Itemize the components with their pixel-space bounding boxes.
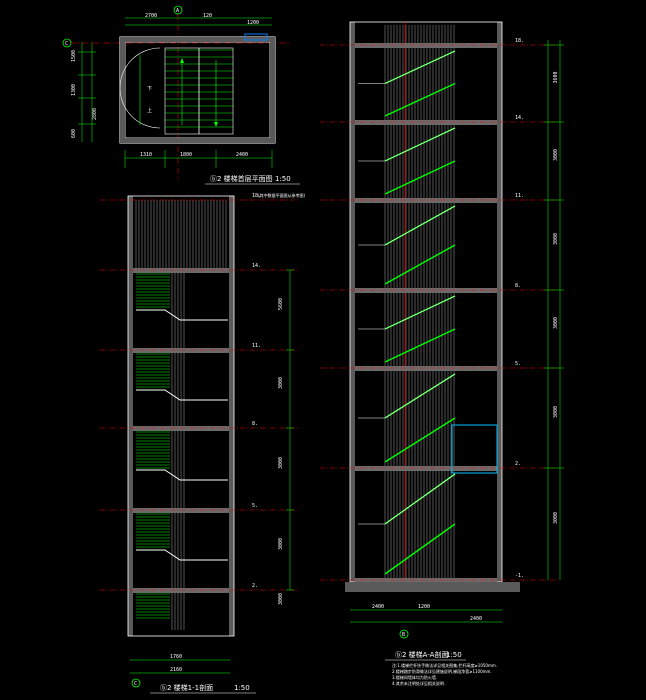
plan-axis-left: C	[65, 41, 68, 47]
left-dim-bottom-1: 1760	[170, 654, 182, 660]
stair-outline	[358, 127, 456, 162]
stair-outline	[358, 205, 456, 246]
level-dim: 3600	[553, 71, 559, 83]
level-label: 2.	[252, 583, 258, 589]
plan-dim-left-4: 600	[71, 129, 77, 138]
right-scale: 1:50	[446, 651, 462, 659]
stair-plan-view: A C 2700 120 1200 下 上 1500 1	[62, 5, 300, 185]
stair-flight	[136, 549, 228, 561]
floor-slab	[355, 578, 497, 583]
left-scale: 1:50	[234, 684, 250, 692]
level-dim: 5600	[278, 298, 284, 310]
plan-dim-top-2: 120	[203, 13, 212, 19]
left-section-floors	[133, 268, 229, 619]
plan-dim-top-1: 2700	[145, 13, 157, 19]
floor-slab	[355, 198, 497, 203]
plan-dim-top-3: 1200	[247, 20, 259, 26]
stair-outline	[358, 295, 456, 330]
stair-section-1-1: (其中数据平面图从参考图) 18. 14. 11. 8. 5. 2. 5600 3000 30…	[100, 192, 306, 694]
plan-dim-left-1: 1500	[71, 50, 77, 62]
stair-flight	[384, 160, 456, 195]
level-label: 5.	[252, 503, 258, 509]
floor-slab	[355, 288, 497, 293]
left-section-note: (其中数据平面图从参考图)	[258, 192, 306, 198]
level-label: 14.	[515, 115, 524, 121]
stair-flight	[384, 417, 456, 463]
floor-slab	[355, 466, 497, 471]
right-dim-bottom-2: 1200	[418, 604, 430, 610]
level-dim: 3000	[278, 457, 284, 469]
floor-slab	[133, 508, 229, 513]
plan-label-up: 上	[147, 107, 152, 114]
stair-flight	[384, 523, 456, 575]
floor-slab	[133, 348, 229, 353]
right-note-1: 注:1.楼梯栏杆扶手做法详见相关图集,栏杆高度≥1050mm.	[392, 662, 497, 668]
left-section-dims: 5600 3000 3000 3000 3000	[278, 269, 294, 605]
level-label: 11.	[515, 193, 524, 199]
stair-section-a-a: 18.14.11.8.5.2.-1. 360030003000300030003…	[320, 21, 564, 686]
level-label: 8.	[515, 283, 521, 289]
plan-stair-treads	[165, 49, 233, 128]
level-label: -1.	[515, 573, 524, 579]
level-label: 5.	[515, 361, 521, 367]
level-label: 2.	[515, 461, 521, 467]
right-dim-bottom-1: 2400	[372, 604, 384, 610]
level-dim: 3000	[553, 149, 559, 161]
floor-slab	[133, 268, 229, 273]
right-note-2: 2.楼梯踏步防滑做法详见建施说明,梯段净宽≥1100mm.	[392, 668, 492, 674]
plan-caption: ⓑ2 楼梯首层平面图	[210, 174, 273, 183]
right-section-hatch	[384, 25, 455, 580]
plan-dim-bottom-1: 1310	[140, 152, 152, 158]
stair-flight	[136, 469, 228, 481]
right-caption: ⓑ2 楼梯A-A剖面	[395, 650, 448, 659]
stair-flight	[384, 82, 456, 117]
level-dim: 3000	[278, 377, 284, 389]
right-dim-bottom-3: 2400	[470, 616, 482, 622]
plan-dim-bottom-3: 2400	[236, 152, 248, 158]
stair-flight	[136, 389, 228, 401]
floor-slab	[355, 43, 497, 48]
floor-slab	[133, 588, 229, 593]
right-note-4: 4.其余未注明处详见相关说明.	[392, 680, 445, 686]
stair-flight	[384, 244, 456, 285]
plan-dim-bottom-2: 1800	[180, 152, 192, 158]
level-dim: 3000	[278, 538, 284, 550]
level-dim: 3000	[553, 317, 559, 329]
left-section-hatch	[135, 200, 227, 630]
right-section-levels: 18. 14. 11. 8. 5. 2. -1.	[320, 38, 560, 581]
left-caption: ⓑ2 楼梯1-1剖面	[160, 683, 213, 692]
level-label: 18.	[515, 38, 524, 44]
level-dim: 3000	[278, 593, 284, 605]
right-note-3: 3.楼梯间墙体均为防火墙.	[392, 674, 437, 680]
left-dim-bottom-2: 2160	[170, 667, 182, 673]
level-label: 14.	[252, 263, 261, 269]
plan-scale: 1:50	[275, 175, 291, 183]
right-section-dims: 3600 3000 3000 3000 3000 3000	[544, 44, 564, 524]
level-label: 11.	[252, 343, 261, 349]
stair-outline	[358, 473, 456, 525]
stair-outline	[358, 50, 456, 84]
right-axis-bottom: B	[402, 632, 405, 638]
floor-slab	[355, 366, 497, 371]
level-label: 8.	[252, 421, 258, 427]
plan-axis-top: A	[176, 8, 179, 14]
left-axis-bottom: C	[134, 681, 137, 687]
stair-flight	[136, 309, 228, 321]
level-dim: 3000	[553, 406, 559, 418]
plan-dim-left-3: 2800	[92, 108, 98, 120]
stair-flight	[384, 328, 456, 363]
level-dim: 3000	[553, 512, 559, 524]
floor-slab	[133, 426, 229, 431]
plan-dim-left-2: 1300	[71, 84, 77, 96]
stair-outline	[358, 373, 456, 419]
level-dim: 3000	[553, 233, 559, 245]
left-section-levels: 18. 14. 11. 8. 5. 2.	[100, 193, 300, 591]
plan-label-down: 下	[147, 86, 152, 92]
floor-slab	[355, 120, 497, 125]
level-label: 18.	[252, 193, 261, 199]
right-section-floors	[355, 43, 497, 583]
